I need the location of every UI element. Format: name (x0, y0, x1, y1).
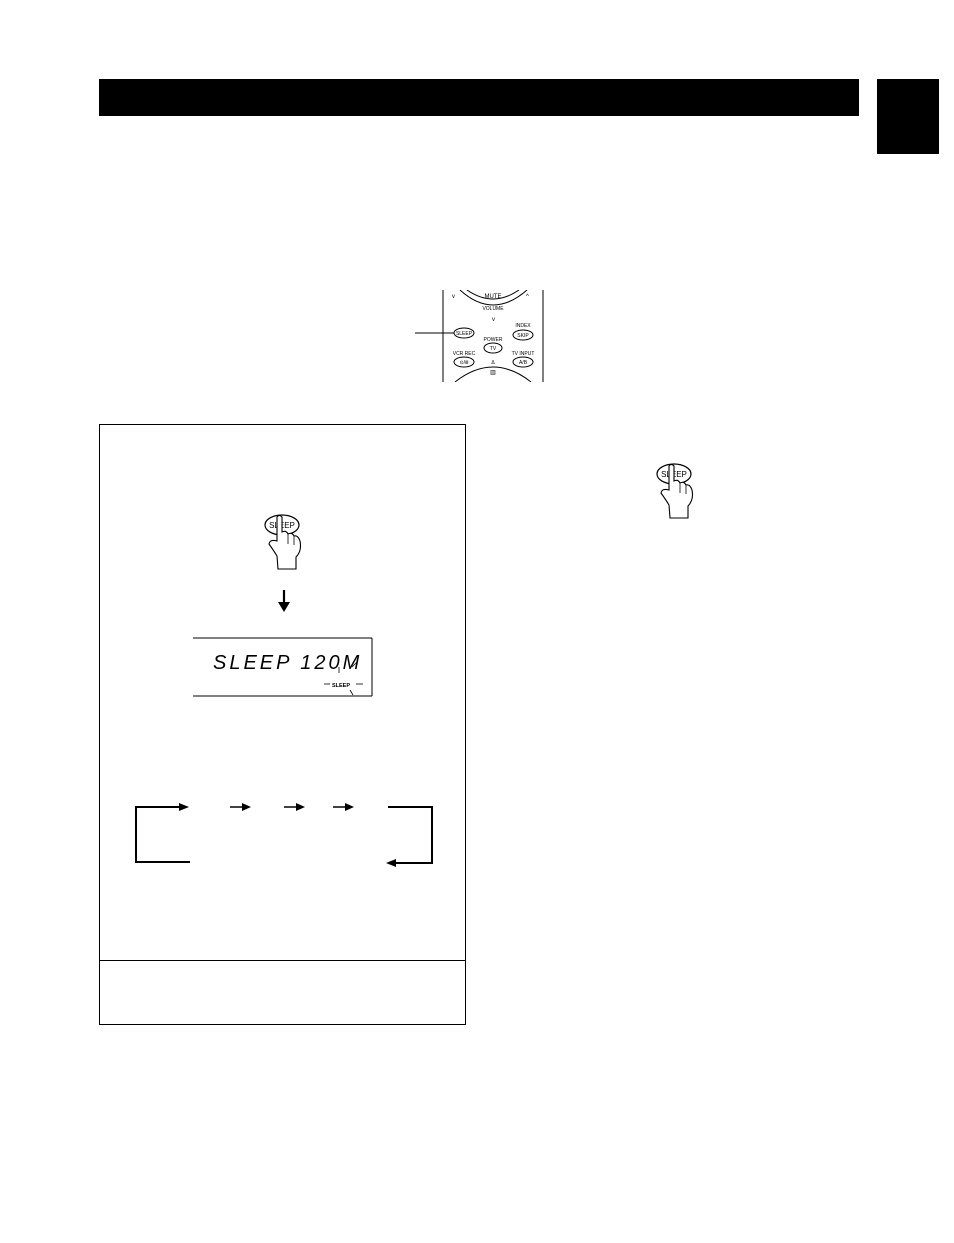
sleep-button-label: SLEEP (456, 331, 473, 337)
section-title-bar (99, 79, 859, 116)
tv-input-button-label: A/B (519, 360, 528, 366)
chevron-up-icon: ^ (526, 294, 529, 300)
pointing-hand-icon (268, 514, 302, 570)
arrow-right-icon (296, 803, 305, 811)
chevron-down-icon: v (452, 294, 455, 300)
sleep-button-press-illustration: SLEEP (264, 514, 302, 570)
sleep-timer-panel: SLEEP SLEEP 120M SLEEP (99, 424, 466, 1025)
skip-button-label: SKIP (517, 333, 529, 339)
skip-button[interactable]: SKIP (512, 329, 534, 341)
down-arrow-icon (278, 590, 290, 612)
index-label: INDEX (515, 323, 531, 329)
vcr-rec-button[interactable]: ⊙/Ⅲ (453, 356, 475, 368)
sleep-indicator: SLEEP (332, 683, 350, 689)
chapter-tab (877, 79, 939, 154)
remote-control-illustration: MUTE VOLUME v ^ v SLEEP INDEX SKIP POWER… (415, 290, 544, 382)
sleep-indicator-flash (324, 660, 363, 696)
sleep-button-press-illustration: SLEEP (656, 463, 694, 519)
volume-label: VOLUME (482, 306, 504, 312)
arrow-right-icon (345, 803, 354, 811)
pointing-hand-icon (660, 463, 694, 519)
up-triangle-icon: Δ (491, 360, 495, 366)
tv-button-label: TV (490, 346, 497, 352)
tv-input-label: TV INPUT (512, 351, 535, 357)
tv-power-button[interactable]: TV (483, 342, 503, 354)
tv-input-button[interactable]: A/B (512, 356, 534, 368)
vcr-rec-symbol: ⊙/Ⅲ (459, 360, 468, 366)
chevron-down-icon: v (492, 317, 495, 323)
power-label: POWER (484, 337, 503, 343)
vcr-rec-label: VCR REC (453, 351, 476, 357)
display-readout: SLEEP 120M (213, 652, 362, 674)
sleep-time-cycle-diagram (135, 803, 433, 867)
arrow-right-icon (242, 803, 251, 811)
panel-divider (100, 960, 465, 961)
front-panel-display: SLEEP 120M SLEEP (193, 637, 373, 697)
mute-label: MUTE (485, 294, 502, 300)
sleep-button[interactable]: SLEEP (453, 327, 475, 339)
menu-icon: ▥ (490, 370, 496, 376)
